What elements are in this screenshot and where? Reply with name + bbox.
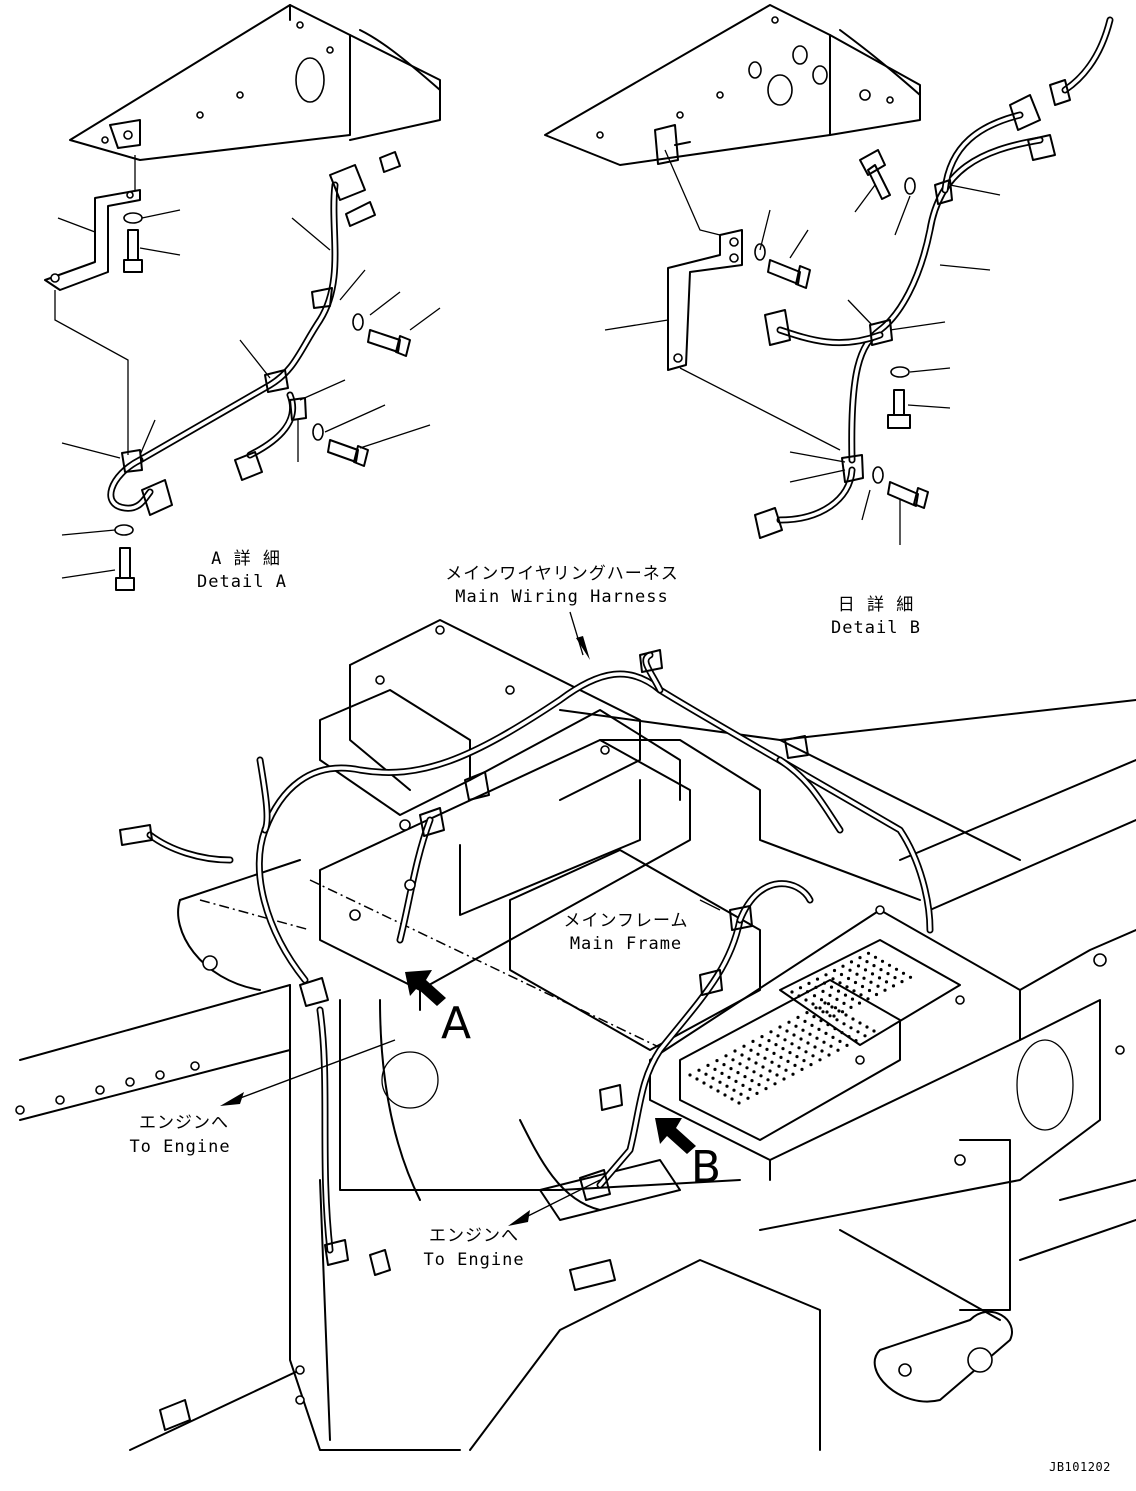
detail-b-marker: B: [690, 1142, 722, 1193]
detail-a-drawing: [44, 4, 441, 591]
drawing-code: JB101202: [1049, 1460, 1111, 1474]
main-wiring-harness-label-en: Main Wiring Harness: [455, 587, 669, 607]
perforated-deck: [679, 939, 961, 1141]
deck-perforations: [688, 951, 913, 1105]
main-frame-label-en: Main Frame: [569, 934, 683, 954]
detail-a-label-jp: A 詳 細: [211, 549, 281, 569]
detail-b-drawing: [544, 4, 1114, 545]
to-engine-label-1-jp: エンジンへ: [139, 1113, 229, 1133]
detail-a-marker: A: [440, 998, 472, 1049]
to-engine-label-1-en: To Engine: [129, 1137, 231, 1157]
main-wiring-harness-label-jp: メインワイヤリングハーネス: [445, 564, 679, 584]
to-engine-label-2-jp: エンジンへ: [429, 1226, 519, 1246]
detail-b-label-en: Detail B: [831, 618, 921, 638]
detail-b-label-jp: 日 詳 細: [837, 595, 915, 615]
main-assembly-drawing: [15, 611, 1136, 1451]
main-frame-label-jp: メインフレーム: [563, 911, 689, 931]
arrow-b-icon: [655, 1118, 696, 1154]
to-engine-label-2-en: To Engine: [423, 1250, 525, 1270]
detail-a-label-en: Detail A: [197, 572, 287, 592]
arrow-a-icon: [405, 970, 446, 1006]
